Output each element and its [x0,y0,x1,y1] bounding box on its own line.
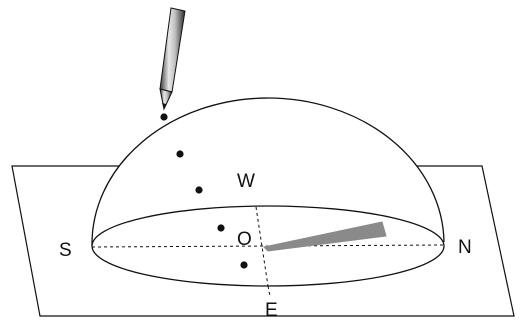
label-north: N [458,237,472,258]
label-south: S [59,240,72,261]
pen-icon [160,8,185,109]
label-origin: O [237,229,252,250]
sun-position-dot [195,186,202,193]
label-east: E [265,300,278,321]
sun-position-dot [160,113,167,120]
east-line-extension [268,286,270,296]
label-west: W [237,171,255,192]
sun-position-dot [217,224,224,231]
sun-position-dot [176,150,183,157]
sun-position-dot [240,261,247,268]
